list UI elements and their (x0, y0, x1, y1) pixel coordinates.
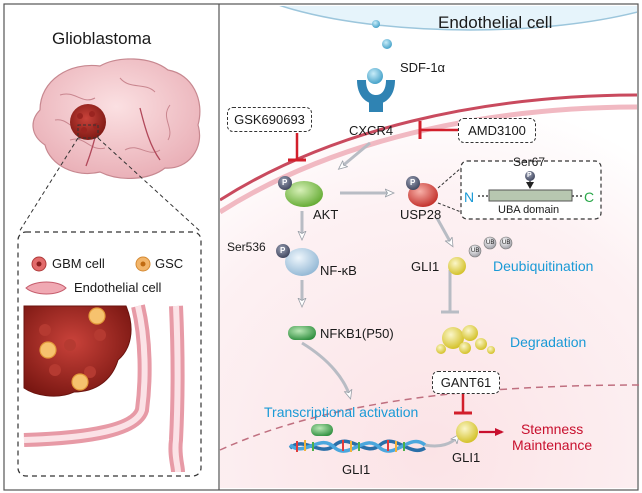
gli1-label: GLI1 (411, 259, 440, 274)
brain-illustration (18, 58, 202, 233)
degradation-label: Degradation (510, 334, 587, 350)
legend-gbm-cell: GBM cell (52, 256, 105, 271)
nuclear-membrane (219, 384, 641, 451)
amd3100-box: AMD3100 (458, 118, 536, 143)
deubiquitination-label: Deubiquitination (493, 258, 594, 274)
nfkb-phospho-p: P (280, 246, 286, 255)
gli1-protein (448, 236, 513, 275)
nfkb-label: NF-κB (320, 263, 357, 278)
usp28-domain-box (437, 160, 602, 220)
gsk690693-box: GSK690693 (227, 107, 312, 132)
nfkb-protein (276, 244, 319, 276)
usp28-label: USP28 (400, 207, 442, 222)
dna-helix (288, 424, 427, 453)
nfkb1-protein (288, 326, 316, 340)
n-terminus: N (464, 189, 475, 205)
stemness-label: Stemness Maintenance (512, 421, 593, 454)
tumor-tissue (23, 305, 132, 397)
c-terminus: C (584, 189, 595, 205)
gli1-gene-label: GLI1 (342, 462, 371, 477)
sdf1-ligand (367, 20, 392, 84)
akt-protein (278, 176, 323, 207)
legend-endothelial: Endothelial cell (74, 280, 162, 295)
uba-domain-label: UBA domain (498, 204, 560, 216)
activation-arrows (302, 141, 458, 448)
ub-label-2: UB (486, 240, 495, 246)
usp28-protein (406, 176, 438, 207)
akt-label: AKT (313, 207, 339, 222)
gant61-box: GANT61 (432, 371, 500, 394)
legend-icons (25, 256, 151, 295)
cxcr4-label: CXCR4 (349, 123, 394, 138)
ser536-label: Ser536 (227, 240, 266, 254)
akt-phospho-p: P (282, 178, 288, 187)
transcription-label: Transcriptional activation (264, 404, 419, 420)
inhibition-lines (288, 121, 472, 415)
ub-label-3: UB (502, 240, 511, 246)
gli1-nuclear-label: GLI1 (452, 450, 481, 465)
nfkb1-label: NFKB1(P50) (320, 326, 394, 341)
ub-label-1: UB (471, 248, 480, 254)
left-title: Glioblastoma (52, 29, 152, 48)
degraded-gli1 (436, 325, 495, 354)
ser67-phospho-p: P (527, 172, 532, 179)
legend-gsc: GSC (155, 256, 184, 271)
ligand-label: SDF-1α (400, 60, 446, 75)
blood-vessel (23, 304, 185, 473)
ser67-label: Ser67 (513, 155, 546, 169)
right-title: Endothelial cell (438, 13, 553, 32)
nuclear-gli1 (456, 421, 478, 443)
usp28-phospho-p: P (410, 178, 416, 187)
cxcr4-receptor (357, 80, 395, 112)
outer-frame (3, 3, 639, 491)
